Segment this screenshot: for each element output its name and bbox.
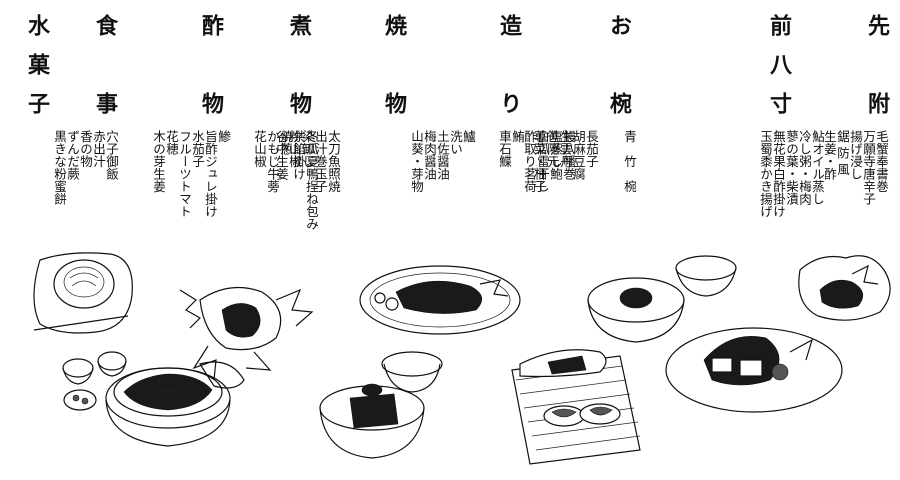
menu-item: 土佐醤油 [435, 130, 450, 180]
course-items: 鮎オイル蒸し 冷し粥・梅肉 蓼の葉・柴漬 無花果白酢掛け 玉蜀黍かき揚げ [758, 130, 825, 230]
course-items: 毛蟹奉書巻 万願寺唐辛子 揚げ浸し 鋸 防 風 生姜・酢 [822, 130, 889, 230]
course-heading: お椀 [606, 14, 632, 114]
menu-item: 玉蜀黍かき揚げ [758, 130, 773, 218]
menu-item: 万願寺唐辛子 [861, 130, 876, 205]
course-items: 太刀魚照焼 出汁巻玉子 染卸し 粉山椒 谷中生姜 [274, 130, 341, 230]
menu-item: 蓴菜・柚子 [532, 130, 547, 193]
dish-illustrations [33, 252, 891, 465]
course-heading: 焼物 [381, 14, 407, 114]
menu-item: 蓼の葉・柴漬 [784, 130, 799, 205]
course-nimono: 煮物 太刀魚照焼 出汁巻玉子 染卸し 粉山椒 谷中生姜 [274, 14, 341, 244]
course-items: 鯵 旨酢ジュレ掛け 水茄子 フルーツトマト 花穂 木の芽生姜 [151, 130, 231, 230]
menu-item: 木の芽生姜 [151, 130, 166, 193]
menu-item: 白瓜雷干し [535, 130, 550, 193]
menu-item: 胡麻豆腐 [571, 130, 586, 180]
menu-item: 太刀魚照焼 [326, 130, 341, 193]
menu-item: 毛蟹奉書巻 [874, 130, 889, 193]
hassun-plate-illustration [665, 327, 843, 413]
menu-item: 冬瓜夏鴨挰ね包み [304, 130, 319, 230]
course-items: 長茄子 胡麻豆腐 生雲丹 笹隠元 蓴菜・柚子 [532, 130, 599, 230]
menu-item: 水茄子 [190, 130, 205, 168]
menu-item: 生姜・酢 [822, 130, 837, 180]
menu-item: 洗い [448, 130, 463, 155]
course-items: 穴子御飯 赤出汁 香の物 ずんだ蕨 黒きな粉蜜餅 [52, 130, 119, 230]
anago-rice-box-illustration [105, 361, 245, 447]
menu-item: かもじ牛蒡 [265, 130, 280, 193]
menu-item: 鮪 [510, 130, 525, 143]
course-yakimono: 焼物 鱸 洗い 土佐醤油 梅肉醤油 山葵・芽物 [381, 14, 476, 244]
course-zenhassun: 前八寸 鮎オイル蒸し 冷し粥・梅肉 蓼の葉・柴漬 無花果白酢掛け 玉蜀黍かき揚げ [758, 14, 825, 244]
course-items: 冬瓜夏鴨挰ね包み 共餡掛け 焼葱 かもじ牛蒡 花山椒 [252, 130, 319, 230]
rice-tray-illustration [33, 252, 133, 411]
course-heading: 水菓子 [24, 14, 50, 114]
course-heading: 煮物 [286, 14, 312, 114]
menu-item: 旨酢ジュレ掛け [203, 130, 218, 218]
menu-item: 長茄子 [584, 130, 599, 168]
menu-item: 出汁巻玉子 [313, 130, 328, 193]
sakizuke-dish-illustration [798, 255, 891, 321]
menu-item: 笹隠元 [545, 130, 560, 168]
menu-item: 生雲丹 [558, 130, 573, 168]
menu-item: 鯵 [216, 130, 231, 143]
menu-item: 粉山椒 [287, 130, 302, 168]
menu-item: 焼葱 [278, 130, 293, 155]
menu-item: 鋸 防 風 [835, 130, 850, 176]
course-items: 青 竹 椀 鰻八幡巻 塩蒸し鮑 白瓜雷干し 酢取り茗荷 [522, 130, 637, 230]
course-heading: 食事 [92, 14, 118, 114]
menu-item: 穴子御飯 [104, 130, 119, 180]
lidded-bowl-illustration [319, 351, 443, 459]
course-heading: 造り [496, 14, 522, 114]
menu-item: 鮎オイル蒸し [810, 130, 825, 205]
menu-item: 揚げ浸し [848, 130, 863, 180]
menu-item: 共餡掛け [291, 130, 306, 180]
course-shokuji: 食事 鯵 旨酢ジュレ掛け 水茄子 フルーツトマト 花穂 木の芽生姜 [92, 14, 231, 244]
menu-item: 谷中生姜 [274, 130, 289, 180]
menu-item: 鰻八幡巻 [561, 130, 576, 180]
menu-item: ずんだ蕨 [65, 130, 80, 180]
menu-item: 花穂 [164, 130, 179, 155]
menu-item: 香の物 [78, 130, 93, 168]
menu-item: 無花果白酢掛け [771, 130, 786, 218]
course-items: 鮪 車石鰈 [497, 130, 525, 230]
menu-item: フルーツトマト [177, 130, 192, 218]
course-mizugashi: 水菓子 穴子御飯 赤出汁 香の物 ずんだ蕨 黒きな粉蜜餅 [24, 14, 119, 244]
course-items: 鱸 洗い 土佐醤油 梅肉醤油 山葵・芽物 [409, 130, 476, 230]
menu-item: 赤出汁 [91, 130, 106, 168]
sunomono-leaf-dish-illustration [179, 286, 314, 381]
menu-item: 花山椒 [252, 130, 267, 168]
course-tsukuri: 造り 鮪 車石鰈 [496, 14, 525, 244]
menu-item: 酢取り茗荷 [522, 130, 537, 193]
course-heading: 前八寸 [766, 14, 792, 114]
grilled-fish-plate-illustration [359, 265, 521, 335]
course-sunomono: 酢物 冬瓜夏鴨挰ね包み 共餡掛け 焼葱 かもじ牛蒡 花山椒 [198, 14, 319, 244]
course-heading: 先附 [864, 14, 890, 114]
menu-item: 山葵・芽物 [409, 130, 424, 193]
menu-item: 車石鰈 [497, 130, 512, 168]
menu-text: 先附 毛蟹奉書巻 万願寺唐辛子 揚げ浸し 鋸 防 風 生姜・酢 前八寸 鮎オイル… [24, 14, 890, 244]
course-sakizuke: 先附 毛蟹奉書巻 万願寺唐辛子 揚げ浸し 鋸 防 風 生姜・酢 [822, 14, 890, 244]
menu-item: 黒きな粉蜜餅 [52, 130, 67, 205]
menu-item: 鱸 [461, 130, 476, 143]
menu-item: 染卸し [300, 130, 315, 168]
owan-bowl-illustration [587, 255, 737, 343]
menu-item: 青 竹 椀 [622, 130, 637, 193]
menu-item: 塩蒸し鮑 [548, 130, 563, 180]
course-owan: お椀 青 竹 椀 鰻八幡巻 塩蒸し鮑 白瓜雷干し 酢取り茗荷 [522, 14, 637, 244]
course-heading: 酢物 [198, 14, 224, 114]
menu-item: 梅肉醤油 [422, 130, 437, 180]
sashimi-tray-illustration [511, 349, 641, 465]
menu-item: 冷し粥・梅肉 [797, 130, 812, 205]
